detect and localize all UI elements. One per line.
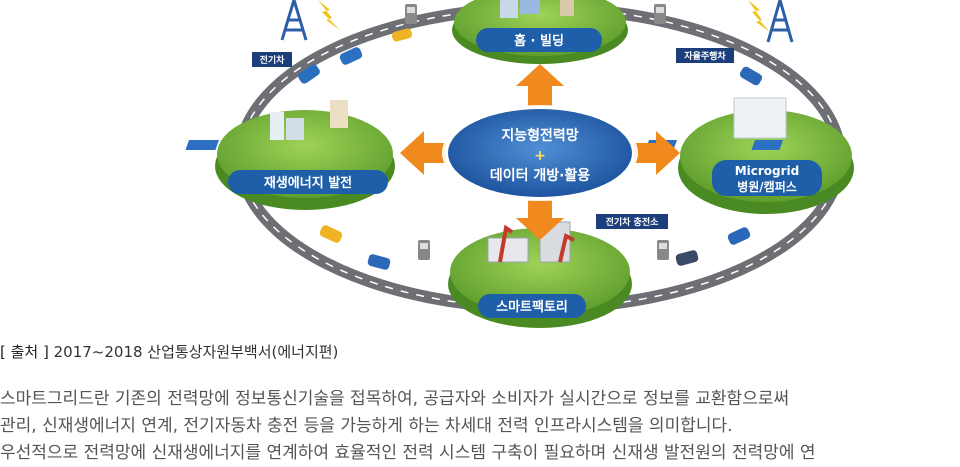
node-label-microgrid: Microgrid [735, 164, 800, 178]
car-icon [675, 250, 699, 266]
arrow-left-icon [400, 131, 446, 175]
tag-autonomous: 자율주행차 [676, 48, 734, 63]
tag-charging-station: 전기차 충전소 [596, 214, 668, 229]
tag-ev: 전기차 [252, 52, 292, 67]
charger-icon [405, 4, 417, 24]
tag-ev-label: 전기차 [260, 54, 286, 66]
source-label: [ 출처 ] [0, 343, 49, 361]
center-bubble: 지능형전력망 + 데이터 개방·활용 [442, 105, 638, 201]
island-microgrid: Microgrid 병원/캠퍼스 [645, 97, 854, 214]
node-label-renewable: 재생에너지 발전 [264, 175, 352, 191]
paragraph-line: 스마트그리드란 기존의 전력망에 정보통신기술을 접목하여, 공급자와 소비자가… [0, 389, 790, 409]
arrow-right-icon [634, 131, 680, 175]
charger-icon [657, 240, 669, 260]
car-icon [319, 225, 343, 243]
lightning-icon [318, 0, 340, 30]
lightning-icon [748, 0, 770, 32]
description-paragraph: 스마트그리드란 기존의 전력망에 정보통신기술을 접목하여, 공급자와 소비자가… [0, 386, 960, 467]
car-icon [391, 28, 413, 42]
tag-charging-station-label: 전기차 충전소 [606, 216, 660, 228]
car-icon [367, 254, 391, 270]
smart-grid-diagram: 홈 · 빌딩 재생에너지 발전 Microgrid 병원/캠퍼스 스마트팩토리 [185, 0, 854, 328]
charger-icon [418, 240, 430, 260]
car-icon [298, 64, 320, 84]
island-smart-factory: 스마트팩토리 [448, 221, 632, 328]
node-label-smart-factory: 스마트팩토리 [496, 299, 568, 315]
center-plus: + [534, 148, 546, 164]
car-icon [339, 47, 363, 65]
paragraph-line: 관리, 신재생에너지 연계, 전기자동차 충전 등을 가능하게 하는 차세대 전… [0, 416, 733, 436]
source-caption: [ 출처 ] 2017~2018 산업통상자원부백서(에너지편) [0, 341, 338, 362]
center-title: 지능형전력망 [501, 127, 578, 144]
source-text: 2017~2018 산업통상자원부백서(에너지편) [48, 343, 339, 361]
arrow-up-icon [516, 64, 564, 106]
island-renewable: 재생에너지 발전 [185, 100, 395, 210]
paragraph-line: 우선적으로 전력망에 신재생에너지를 연계하여 효율적인 전력 시스템 구축이 … [0, 443, 816, 463]
car-icon [739, 66, 763, 86]
charger-icon [654, 4, 666, 24]
node-label-hospital-campus: 병원/캠퍼스 [737, 179, 797, 194]
power-tower-icon [766, 0, 794, 43]
arrow-down-icon [516, 200, 564, 240]
power-tower-icon [280, 0, 308, 41]
car-icon [727, 227, 751, 245]
node-label-home-building: 홈 · 빌딩 [514, 33, 564, 49]
center-subtitle: 데이터 개방·활용 [490, 167, 590, 184]
tag-autonomous-label: 자율주행차 [684, 50, 726, 62]
island-home-building: 홈 · 빌딩 [452, 0, 628, 64]
